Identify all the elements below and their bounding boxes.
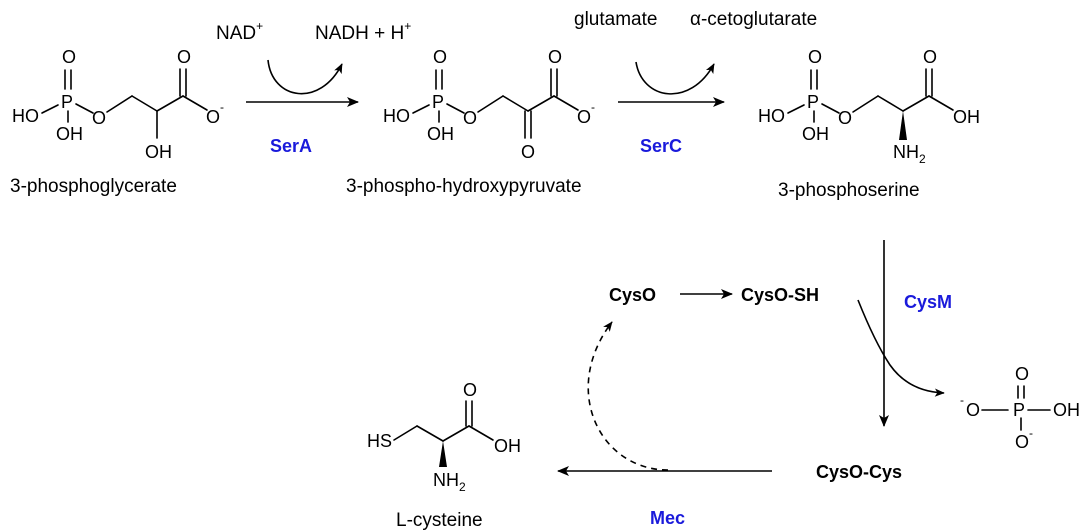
atom-ho: HO [383, 106, 410, 126]
atom-o-minus-bottom: O [1015, 432, 1029, 452]
carrier-cycle: CysO CysO-SH CysM O - O P OH O - CysO-Cy… [557, 240, 1080, 528]
atom-o-carbonyl: O [463, 380, 477, 400]
atom-o-ester: O [838, 108, 852, 128]
atom-p: P [1013, 400, 1025, 420]
atom-oh-p: OH [802, 124, 829, 144]
carrier-cyso-sh: CysO-SH [741, 285, 819, 305]
molecule-3-phosphoserine: O P HO OH O NH2 O OH [758, 47, 980, 166]
atom-p: P [807, 92, 819, 112]
atom-oh-c2: OH [145, 142, 172, 162]
atom-nh2: NH2 [433, 470, 466, 494]
atom-oh-p: OH [427, 124, 454, 144]
atom-ho: HO [12, 106, 39, 126]
compound-label-3-phospho-hydroxypyruvate: 3-phospho-hydroxypyruvate [346, 176, 582, 197]
recycle-dashed-arrow [587, 321, 669, 471]
cosubstrate-curved-arrow [857, 299, 945, 397]
atom-o-minus-left: O [966, 400, 980, 420]
atom-o-top: O [433, 47, 447, 67]
compound-label-3-phosphoserine: 3-phosphoserine [778, 180, 920, 201]
atom-o-carbonyl: O [923, 47, 937, 67]
charge-minus: - [960, 393, 964, 407]
atom-o-top: O [1015, 364, 1029, 384]
charge-minus: - [591, 100, 595, 114]
atom-oh: OH [1053, 400, 1080, 420]
enzyme-mec: Mec [650, 508, 685, 528]
carrier-cyso-cys: CysO-Cys [816, 462, 902, 482]
atom-o-carbonyl: O [548, 47, 562, 67]
atom-o-keto: O [521, 142, 535, 162]
charge-minus-2: - [1029, 426, 1033, 440]
atom-o-minus: O [577, 107, 591, 127]
molecule-3-phosphoglycerate: O P HO OH O OH O O - [12, 47, 224, 162]
atom-p: P [432, 92, 444, 112]
wedge-bond [439, 441, 447, 467]
atom-p: P [61, 92, 73, 112]
cofactor-curved-arrow [267, 59, 343, 95]
atom-oh-acid: OH [953, 107, 980, 127]
atom-o-ester: O [463, 108, 477, 128]
cofactor-ketoglutarate: α-cetoglutarate [690, 9, 817, 30]
enzyme-sera: SerA [270, 136, 312, 156]
reaction-step-sera: NAD+ NADH + H+ SerA [216, 19, 411, 156]
enzyme-serc: SerC [640, 136, 682, 156]
reaction-step-serc: glutamate α-cetoglutarate SerC [574, 9, 817, 156]
enzyme-cysm: CysM [904, 292, 952, 312]
atom-oh-p: OH [56, 124, 83, 144]
molecule-l-cysteine: HS NH2 O OH [367, 380, 521, 494]
compound-label-l-cysteine: L-cysteine [396, 510, 483, 531]
cofactor-nadh: NADH + H+ [315, 19, 411, 44]
atom-nh2: NH2 [893, 142, 926, 166]
charge-minus: - [220, 100, 224, 114]
atom-ho: HO [758, 106, 785, 126]
molecule-3-phospho-hydroxypyruvate: O P HO OH O O O O - [383, 47, 595, 162]
atom-oh-acid: OH [494, 436, 521, 456]
cofactor-curved-arrow-2 [635, 61, 715, 95]
carrier-cyso: CysO [609, 285, 656, 305]
atom-hs: HS [367, 431, 392, 451]
compound-label-3-phosphoglycerate: 3-phosphoglycerate [10, 176, 177, 197]
wedge-bond [899, 111, 907, 140]
atom-o-top: O [808, 47, 822, 67]
atom-o-ester: O [92, 108, 106, 128]
cofactor-glutamate: glutamate [574, 9, 657, 30]
molecule-phosphate: O - O P OH O - [960, 364, 1080, 452]
atom-o-carbonyl: O [177, 47, 191, 67]
cofactor-nad: NAD+ [216, 19, 263, 44]
atom-o-top: O [62, 47, 76, 67]
atom-o-minus: O [206, 107, 220, 127]
